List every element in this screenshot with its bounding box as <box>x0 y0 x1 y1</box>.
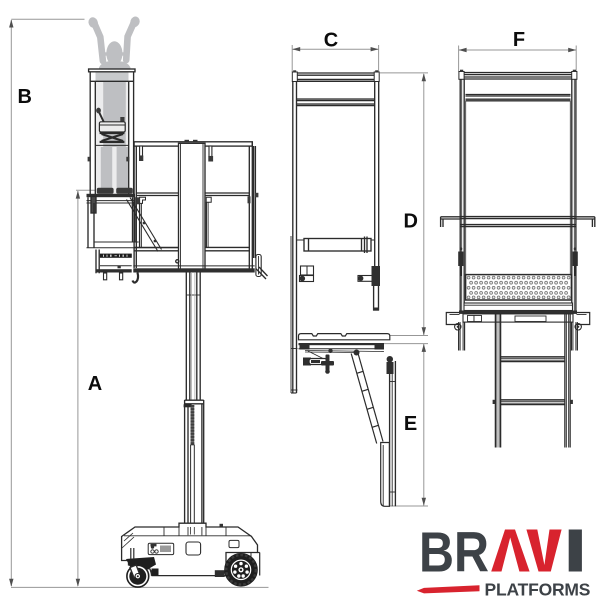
svg-text:A: A <box>88 373 102 395</box>
svg-text:C: C <box>324 29 338 51</box>
svg-text:F: F <box>513 29 525 51</box>
svg-text:D: D <box>403 211 417 233</box>
svg-text:BR: BR <box>419 521 489 585</box>
svg-text:E: E <box>404 413 417 435</box>
svg-text:PLATFORMS: PLATFORMS <box>485 579 591 599</box>
svg-text:B: B <box>17 86 31 108</box>
